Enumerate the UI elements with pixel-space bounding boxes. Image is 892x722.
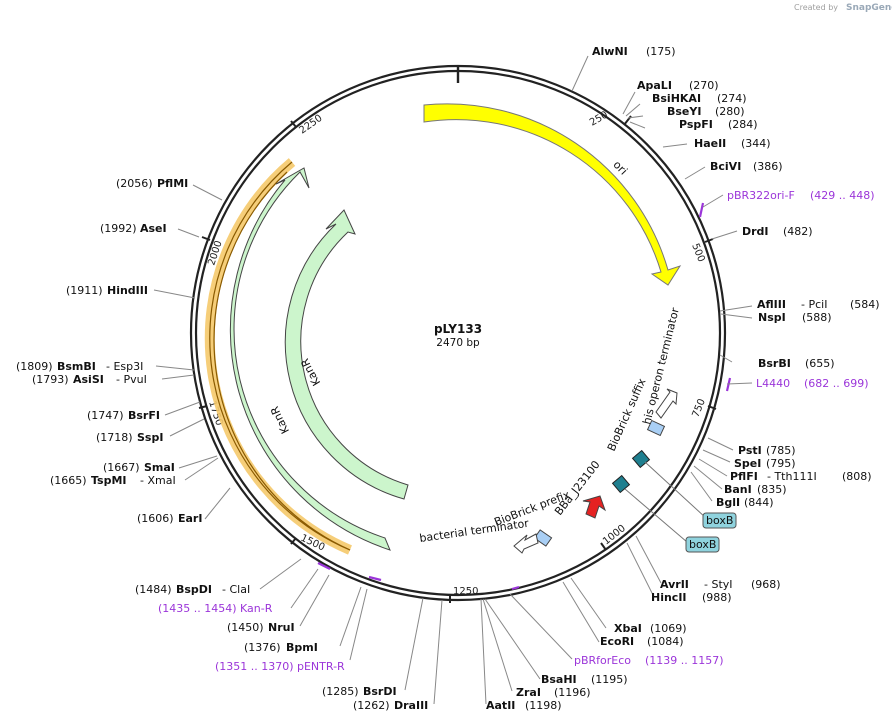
boxb-markers[interactable]: boxB boxB	[611, 449, 737, 553]
enzyme-bseyi[interactable]: BseYI(280)	[667, 105, 745, 118]
enzyme-asei[interactable]: (1992)AseI	[100, 222, 167, 235]
ori-feature[interactable]: ori	[423, 103, 682, 286]
enzyme-alwni[interactable]: AlwNI(175)	[592, 45, 676, 58]
j23100-promoter-feature[interactable]: BBa_J23100	[552, 458, 606, 519]
boxb-label-1: boxB	[706, 514, 733, 527]
boxb-label-box-1	[702, 512, 737, 529]
primer-marks	[317, 202, 732, 591]
plasmid-length: 2470 bp	[436, 337, 480, 349]
enzyme-asisi[interactable]: (1793)AsiSI- PvuI	[32, 373, 147, 386]
boxb-label-2: boxB	[689, 538, 716, 551]
kanr-outer-label: KanR	[268, 404, 292, 436]
enzyme-bani[interactable]: BanI(835)	[724, 483, 787, 496]
enzyme-pflmi[interactable]: (2056)PflMI	[116, 177, 188, 190]
enzyme-smai[interactable]: (1667)SmaI	[103, 461, 175, 474]
enzyme-bsmbi[interactable]: (1809)BsmBI- Esp3I	[16, 360, 143, 373]
tick-1250: 1250	[453, 586, 478, 597]
enzyme-bsrdi[interactable]: (1285)BsrDI	[322, 685, 397, 698]
primer-kan-r[interactable]: (1435 .. 1454)Kan-R	[158, 602, 273, 615]
enzyme-bgli[interactable]: BglI(844)	[716, 496, 774, 509]
kanr-outer-feature[interactable]: KanR	[204, 158, 391, 555]
enzyme-pspfi[interactable]: PspFI(284)	[679, 118, 758, 131]
enzyme-bspdi[interactable]: (1484)BspDI- ClaI	[135, 583, 250, 596]
enzyme-tspmi[interactable]: (1665)TspMI- XmaI	[50, 474, 176, 487]
enzyme-spei[interactable]: SpeI(795)	[734, 457, 796, 470]
enzyme-bsahi[interactable]: BsaHI(1195)	[541, 673, 628, 686]
bacterial-terminator-feature[interactable]: BioBrick prefix bacterial terminator	[419, 488, 572, 554]
enzyme-labels-left: (1262)DraIII (1285)BsrDI (1351 .. 1370)p…	[16, 177, 428, 712]
leader-lines	[153, 55, 753, 705]
enzyme-hincii[interactable]: HincII(988)	[651, 591, 732, 604]
enzyme-nrui[interactable]: (1450)NruI	[227, 621, 295, 634]
enzyme-xbai[interactable]: XbaI(1069)	[614, 622, 687, 635]
enzyme-bsihkai[interactable]: BsiHKAI(274)	[652, 92, 747, 105]
enzyme-pflfi[interactable]: PflFI- Tth111I(808)	[730, 470, 872, 483]
primer-pentr-r[interactable]: (1351 .. 1370)pENTR-R	[215, 660, 345, 673]
snapgene-logo: SnapGene	[846, 3, 892, 13]
primer-l4440[interactable]: L4440(682 .. 699)	[756, 377, 869, 390]
enzyme-avrii[interactable]: AvrII- StyI(968)	[660, 578, 781, 591]
enzyme-nspi[interactable]: NspI(588)	[758, 311, 832, 324]
enzyme-labels-right: AlwNI(175) ApaLI(270) BsiHKAI(274) BseYI…	[486, 45, 880, 712]
enzyme-ecori[interactable]: EcoRI(1084)	[600, 635, 684, 648]
enzyme-drdi[interactable]: DrdI(482)	[742, 225, 813, 238]
created-by-credit: Created by	[794, 3, 838, 12]
tick-labels: 250 500 750 1000 1250 1500 1750 2000 225…	[206, 110, 708, 597]
tick-750: 750	[691, 397, 708, 419]
enzyme-hindiii[interactable]: (1911)HindIII	[66, 284, 148, 297]
boxb-label-box-2	[685, 536, 720, 553]
enzyme-aatii[interactable]: AatII(1198)	[486, 699, 562, 712]
enzyme-bcivi[interactable]: BciVI(386)	[710, 160, 783, 173]
his-operon-terminator-feature[interactable]: his operon terminator BioBrick suffix	[605, 306, 682, 453]
enzyme-zrai[interactable]: ZraI(1196)	[516, 686, 591, 699]
enzyme-haeii[interactable]: HaeII(344)	[694, 137, 771, 150]
enzyme-bsrfi[interactable]: (1747)BsrFI	[87, 409, 160, 422]
enzyme-draiii[interactable]: (1262)DraIII	[353, 699, 428, 712]
enzyme-apali[interactable]: ApaLI(270)	[637, 79, 719, 92]
enzyme-psti[interactable]: PstI(785)	[738, 444, 796, 457]
plasmid-name: pLY133	[434, 322, 482, 336]
primer-pbr322ori-f[interactable]: pBR322ori-F(429 .. 448)	[727, 189, 875, 202]
primer-pbrforeco[interactable]: pBRforEco(1139 .. 1157)	[574, 654, 724, 667]
enzyme-afliii[interactable]: AflIII- PciI(584)	[757, 298, 880, 311]
enzyme-bsrbi[interactable]: BsrBI(655)	[758, 357, 835, 370]
enzyme-sspi[interactable]: (1718)SspI	[96, 431, 163, 444]
bacterial-terminator-label: bacterial terminator	[419, 517, 530, 545]
plasmid-backbone	[189, 64, 727, 602]
enzyme-eari[interactable]: (1606)EarI	[137, 512, 202, 525]
enzyme-bpmi[interactable]: (1376)BpmI	[244, 641, 318, 654]
kanr-inner-feature[interactable]: KanR	[284, 209, 409, 500]
